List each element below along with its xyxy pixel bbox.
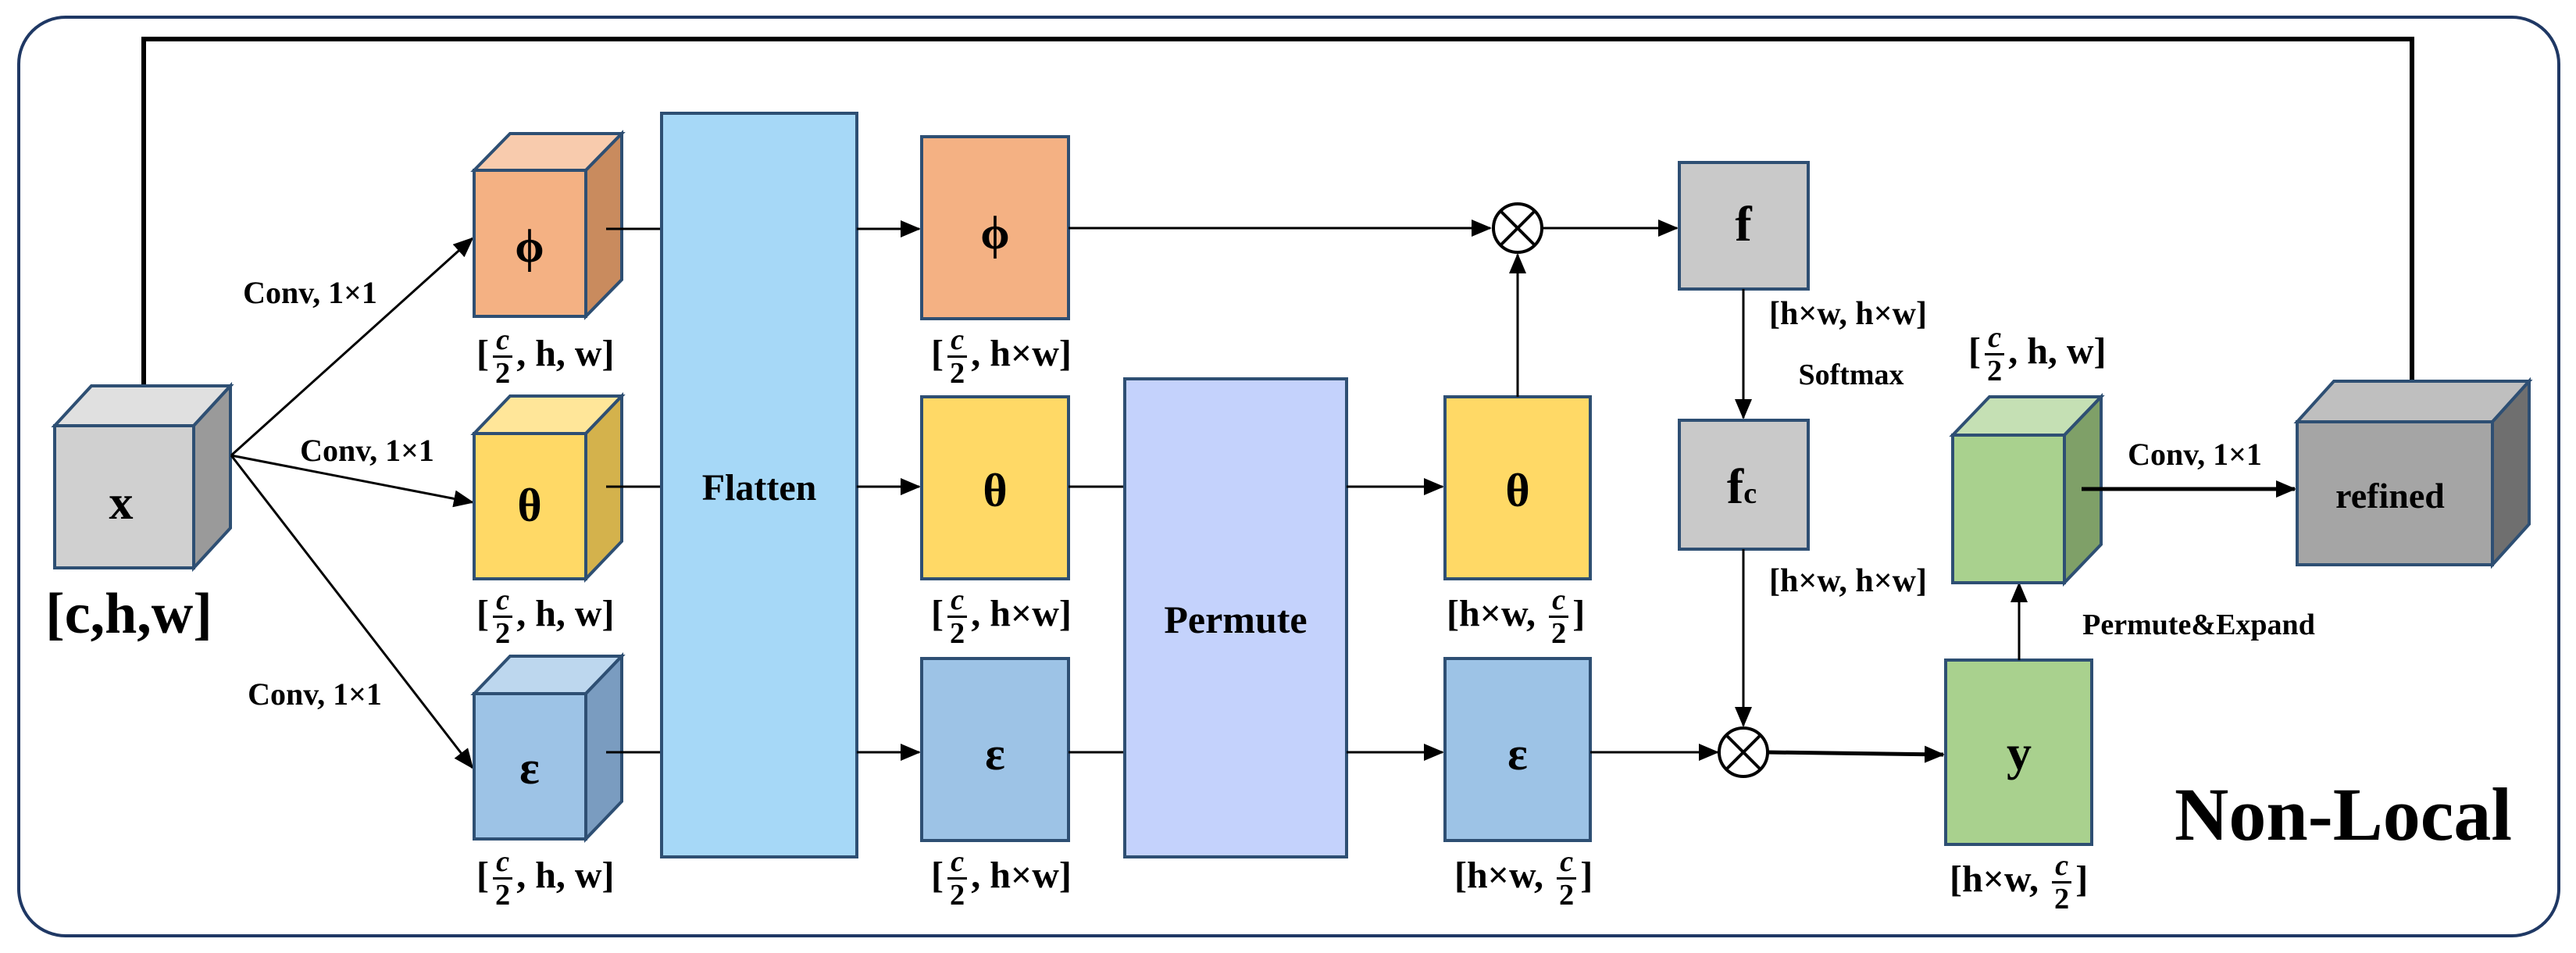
refined-cube bbox=[2293, 377, 2533, 569]
y-block bbox=[1944, 659, 2093, 846]
epsilon-permuted bbox=[1443, 657, 1592, 842]
phi-flat-symbol: ϕ bbox=[980, 207, 1009, 259]
permute-label: Permute bbox=[1164, 598, 1307, 641]
f-block bbox=[1678, 161, 1810, 291]
f-shape: [h×w, h×w] bbox=[1769, 296, 1927, 332]
epsilon-flat bbox=[920, 657, 1070, 842]
cube-to-flatten-lines bbox=[606, 227, 662, 754]
fc-shape: [h×w, h×w] bbox=[1769, 563, 1927, 599]
conv-label-bottom: Conv, 1×1 bbox=[248, 676, 382, 712]
softmax-label: Softmax bbox=[1798, 359, 1903, 391]
input-symbol: x bbox=[109, 476, 134, 530]
fc-symbol: fc bbox=[1727, 459, 1757, 514]
phi-cube-symbol: ϕ bbox=[515, 220, 544, 272]
theta-cube bbox=[470, 392, 626, 583]
input-cube bbox=[51, 381, 234, 573]
flatten-label: Flatten bbox=[702, 467, 817, 509]
non-local-title: Non-Local bbox=[2175, 773, 2512, 856]
epsilon-cube-symbol: ε bbox=[519, 742, 540, 794]
y-expanded-cube bbox=[1949, 393, 2105, 587]
fc-sub: c bbox=[1743, 477, 1757, 510]
f-symbol: f bbox=[1735, 196, 1752, 252]
epsilon-cube bbox=[470, 652, 626, 843]
permute-arrows bbox=[1347, 478, 1444, 761]
multiply-node-top bbox=[1492, 202, 1543, 254]
theta-permuted bbox=[1443, 395, 1592, 580]
epsilon-permuted-symbol: ε bbox=[1507, 728, 1528, 780]
conv-arrows bbox=[230, 237, 474, 769]
conv-label-refined: Conv, 1×1 bbox=[2128, 437, 2262, 472]
fc-main: f bbox=[1727, 459, 1744, 514]
multiply-node-bottom bbox=[1718, 726, 1769, 778]
fc-block bbox=[1678, 419, 1810, 551]
to-permute-lines bbox=[1069, 485, 1125, 754]
conv-label-top: Conv, 1×1 bbox=[243, 275, 377, 310]
epsilon-flat-symbol: ε bbox=[985, 728, 1005, 780]
flatten-arrows bbox=[857, 220, 921, 761]
flatten-block bbox=[660, 112, 858, 858]
permute-expand-label: Permute&Expand bbox=[2082, 609, 2315, 641]
phi-cube bbox=[470, 130, 626, 320]
theta-flat bbox=[920, 395, 1070, 580]
refined-label: refined bbox=[2335, 476, 2445, 516]
theta-flat-symbol: θ bbox=[983, 465, 1007, 516]
skip-connection-arrow bbox=[141, 37, 2421, 406]
y-symbol: y bbox=[2007, 725, 2032, 780]
permute-block bbox=[1123, 377, 1348, 858]
phi-flat bbox=[920, 135, 1070, 320]
input-shape: [c,h,w] bbox=[45, 582, 212, 646]
theta-cube-symbol: θ bbox=[517, 480, 541, 531]
theta-permuted-symbol: θ bbox=[1505, 465, 1529, 516]
conv-label-mid: Conv, 1×1 bbox=[300, 433, 434, 468]
outer-frame bbox=[17, 16, 2560, 937]
mult-to-y-arrow bbox=[1767, 745, 1945, 763]
